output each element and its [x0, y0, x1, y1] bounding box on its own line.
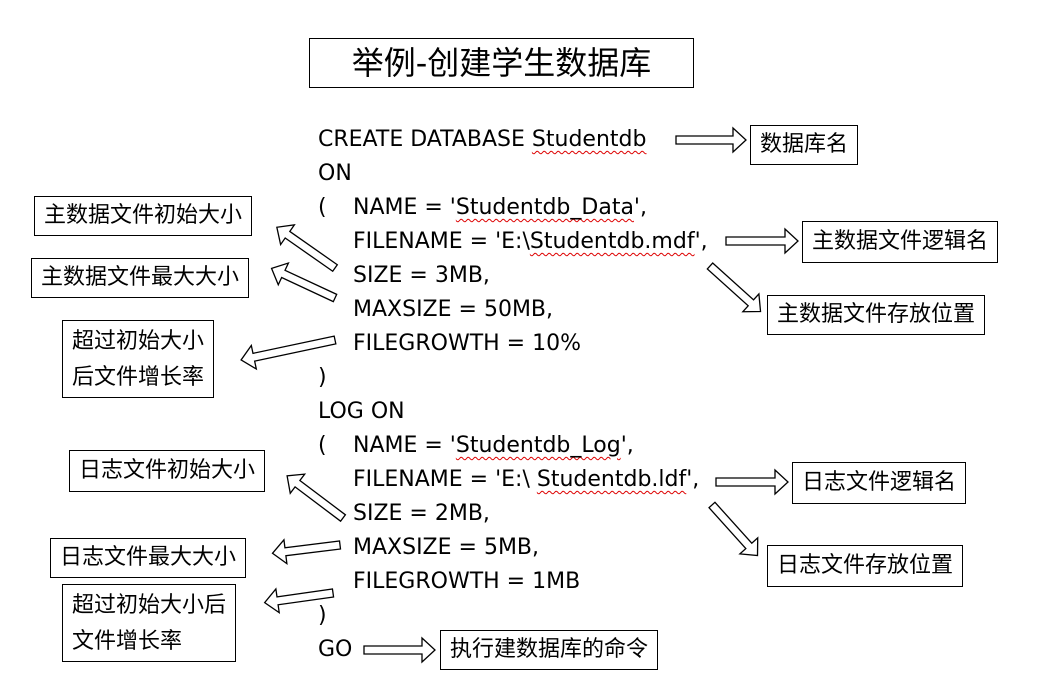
annotation-primary-growth: 超过初始大小 后文件增长率	[62, 320, 215, 398]
code-paren-close: )	[318, 603, 327, 628]
code-line-on: ON	[318, 161, 352, 186]
annotation-line: 文件增长率	[72, 629, 183, 654]
code-text: NAME = '	[353, 195, 456, 220]
arrow-to-log-location	[708, 501, 759, 557]
code-line-log-on: LOG ON	[318, 399, 405, 424]
arrow-to-primary-logical-name	[725, 227, 799, 255]
code-value: Studentdb_Data	[455, 195, 634, 220]
code-text: ',	[620, 433, 634, 458]
code-db-name: Studentdb	[531, 127, 647, 152]
code-line-log-filename: FILENAME = 'E:\ Studentdb.ldf',	[353, 465, 699, 495]
code-value: Studentdb.mdf	[529, 229, 695, 254]
annotation-log-max-size: 日志文件最大大小	[50, 538, 247, 578]
code-line-log-size: SIZE = 2MB,	[353, 501, 490, 526]
page-title: 举例-创建学生数据库	[309, 38, 694, 88]
code-line-go: GO	[318, 637, 353, 662]
code-text: NAME = '	[353, 433, 456, 458]
annotation-primary-logical-name: 主数据文件逻辑名	[802, 221, 999, 263]
arrow-to-log-logical-name	[715, 468, 789, 496]
code-line-create: CREATE DATABASE Studentdb	[318, 125, 646, 155]
code-paren-open: (	[318, 195, 327, 220]
annotation-primary-max-size: 主数据文件最大大小	[31, 258, 250, 298]
annotation-line: 超过初始大小后	[72, 593, 227, 618]
arrow-to-primary-max-size	[270, 261, 338, 303]
code-text: ',	[633, 195, 647, 220]
arrow-to-log-max-size	[271, 538, 342, 566]
code-line-size: SIZE = 3MB,	[353, 263, 490, 288]
annotation-go-command: 执行建数据库的命令	[440, 630, 659, 670]
code-line-name: NAME = 'Studentdb_Data',	[353, 193, 647, 223]
code-line-log-maxsize: MAXSIZE = 5MB,	[353, 535, 540, 560]
code-paren-open: (	[318, 433, 327, 458]
arrow-to-primary-location	[706, 262, 762, 313]
code-line-filegrowth: FILEGROWTH = 10%	[353, 331, 582, 356]
arrow-to-primary-growth	[240, 335, 337, 371]
code-text: FILENAME = 'E:\	[353, 467, 537, 492]
code-text: ',	[686, 467, 700, 492]
code-line-log-name: NAME = 'Studentdb_Log',	[353, 431, 634, 461]
code-paren-close: )	[318, 365, 327, 390]
code-value: Studentdb_Log	[455, 433, 621, 458]
arrow-to-log-initial-size	[286, 473, 347, 523]
code-line-log-filegrowth: FILEGROWTH = 1MB	[353, 569, 581, 594]
code-line-maxsize: MAXSIZE = 50MB,	[353, 297, 554, 322]
annotation-primary-location: 主数据文件存放位置	[767, 295, 986, 335]
arrow-to-go-command	[363, 636, 436, 664]
code-value: Studentdb.ldf	[536, 467, 687, 492]
arrow-to-primary-initial-size	[276, 224, 339, 273]
annotation-log-growth: 超过初始大小后 文件增长率	[62, 584, 237, 662]
annotation-line: 后文件增长率	[72, 365, 205, 390]
arrow-to-db-name	[675, 126, 747, 154]
annotation-db-name: 数据库名	[750, 125, 859, 165]
annotation-log-logical-name: 日志文件逻辑名	[792, 462, 967, 504]
annotation-line: 超过初始大小	[72, 329, 205, 354]
annotation-primary-initial-size: 主数据文件初始大小	[34, 196, 253, 236]
code-line-filename: FILENAME = 'E:\Studentdb.mdf',	[353, 227, 708, 257]
code-text: CREATE DATABASE	[318, 127, 532, 152]
code-text: ',	[694, 229, 708, 254]
annotation-log-location: 日志文件存放位置	[767, 545, 964, 587]
code-text: FILENAME = 'E:\	[353, 229, 530, 254]
annotation-log-initial-size: 日志文件初始大小	[69, 450, 266, 492]
arrow-to-log-growth	[263, 587, 335, 615]
